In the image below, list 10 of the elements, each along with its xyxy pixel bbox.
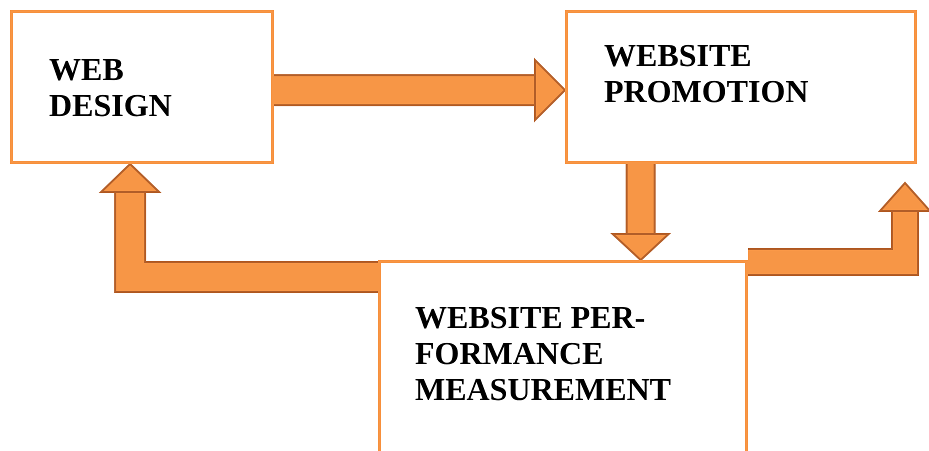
process-box: [378, 260, 748, 451]
box-label: WEBSITE PER- FORMANCE MEASUREMENT: [415, 299, 672, 407]
box-label: WEB DESIGN: [49, 51, 173, 123]
process-box: [565, 10, 917, 164]
block-arrow: [610, 164, 672, 262]
process-box: [10, 10, 274, 164]
box-label: WEBSITE PROMOTION: [604, 37, 810, 109]
block-arrow: [748, 182, 929, 276]
block-arrow: [274, 58, 566, 122]
block-arrow: [98, 162, 378, 293]
